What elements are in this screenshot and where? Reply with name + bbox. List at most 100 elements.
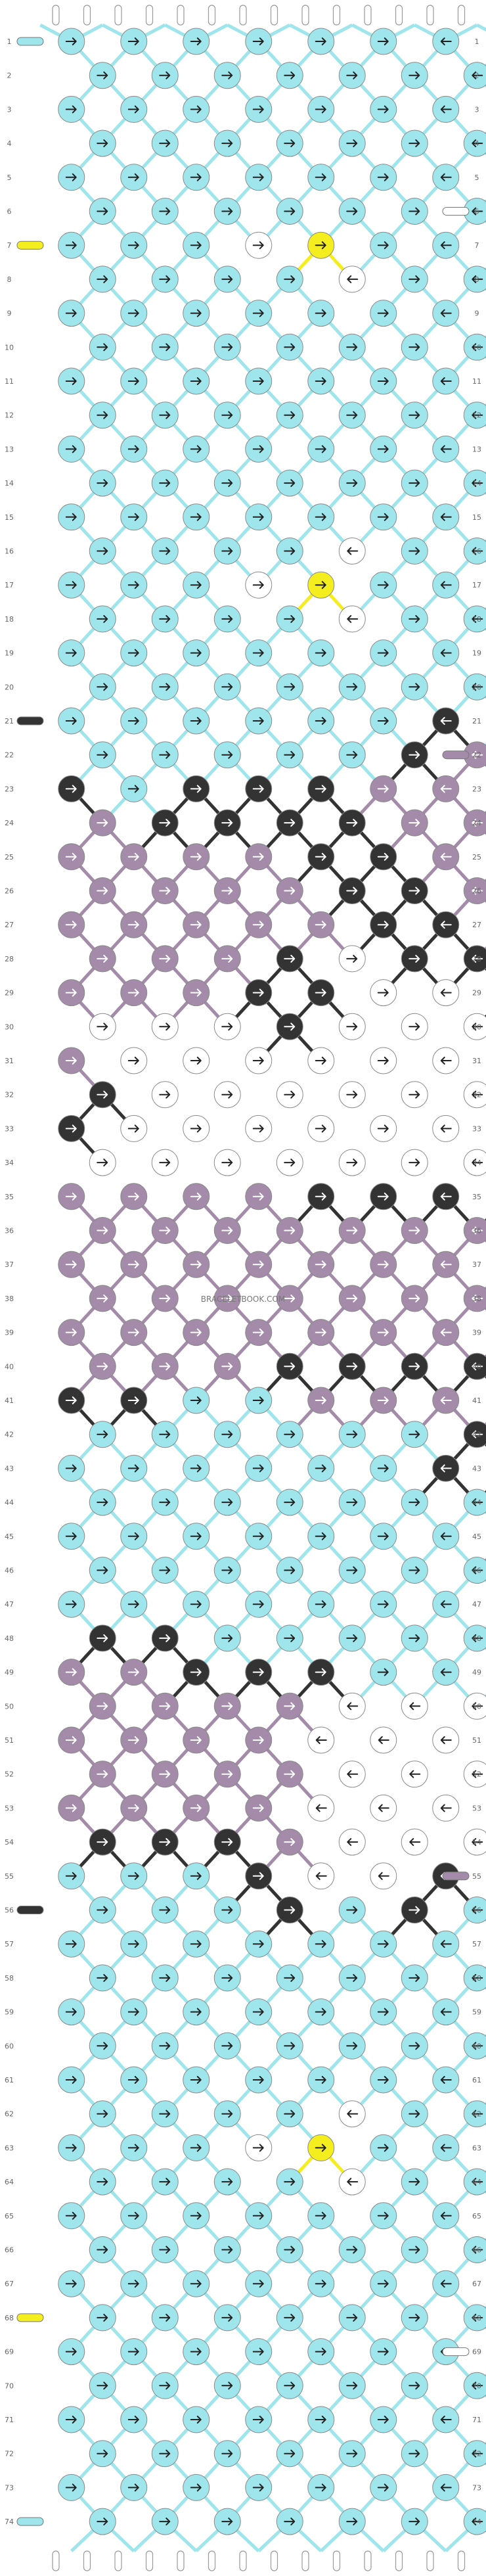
arrow-right-icon (97, 275, 108, 283)
arrow-right-icon (252, 717, 264, 725)
thread-tab-left (16, 716, 44, 725)
row-label-right: 68 (472, 2314, 481, 2322)
row-label-right: 21 (472, 717, 481, 725)
row-label-left: 39 (5, 1329, 14, 1337)
arrow-right-icon (127, 2483, 139, 2492)
arrow-right-icon (65, 1668, 77, 1676)
arrow-right-icon (377, 2483, 389, 2492)
string-peg-top (395, 5, 403, 26)
string-peg-bottom (364, 2550, 372, 2571)
arrow-right-icon (127, 37, 139, 45)
arrow-left-icon (472, 1770, 483, 1778)
row-label-left: 47 (5, 1600, 14, 1609)
arrow-right-icon (377, 37, 389, 45)
arrow-right-icon (315, 2008, 326, 2016)
row-label-left: 27 (5, 921, 14, 929)
row-label-left: 2 (7, 72, 12, 80)
arrow-left-icon (440, 309, 452, 317)
arrow-left-icon (472, 2245, 483, 2254)
arrow-left-icon (472, 1226, 483, 1235)
arrow-right-icon (284, 343, 296, 352)
arrow-right-icon (127, 1804, 139, 1812)
row-label-left: 25 (5, 853, 14, 862)
arrow-left-icon (440, 649, 452, 657)
arrow-right-icon (127, 2144, 139, 2152)
arrow-left-icon (472, 1090, 483, 1099)
arrow-right-icon (159, 1702, 171, 1711)
row-label-right: 55 (472, 1872, 481, 1881)
arrow-right-icon (284, 1498, 296, 1507)
row-label-left: 38 (5, 1295, 14, 1303)
arrow-right-icon (284, 1906, 296, 1914)
arrow-right-icon (190, 717, 202, 725)
arrow-right-icon (221, 2109, 233, 2118)
row-label-left: 66 (5, 2246, 14, 2255)
arrow-right-icon (284, 683, 296, 691)
arrow-right-icon (377, 1464, 389, 1473)
arrow-right-icon (65, 2211, 77, 2220)
arrow-right-icon (190, 785, 202, 793)
arrow-right-icon (127, 1396, 139, 1404)
arrow-right-icon (315, 1328, 326, 1337)
arrow-right-icon (159, 2042, 171, 2050)
arrow-left-icon (472, 1294, 483, 1302)
string-peg-bottom (52, 2550, 60, 2571)
arrow-left-icon (472, 139, 483, 148)
arrow-right-icon (127, 1736, 139, 1744)
arrow-right-icon (377, 377, 389, 385)
arrow-right-icon (127, 377, 139, 385)
row-label-right: 32 (472, 1091, 481, 1099)
row-label-right: 11 (472, 377, 481, 386)
arrow-right-icon (409, 207, 420, 216)
arrow-left-icon (347, 547, 359, 555)
arrow-right-icon (127, 241, 139, 250)
row-label-right: 5 (475, 173, 479, 182)
arrow-right-icon (252, 1600, 264, 1609)
arrow-right-icon (159, 1430, 171, 1438)
arrow-right-icon (97, 2245, 108, 2254)
string-peg-bottom (83, 2550, 91, 2571)
thread-tab-right (442, 2347, 470, 2357)
arrow-right-icon (65, 1940, 77, 1948)
arrow-left-icon (440, 2483, 452, 2492)
arrow-right-icon (284, 1702, 296, 1711)
arrow-right-icon (346, 1566, 358, 1575)
thread-tab-left (16, 2313, 44, 2322)
arrow-left-icon (472, 954, 483, 963)
arrow-right-icon (315, 1600, 326, 1609)
row-label-left: 48 (5, 1634, 14, 1643)
arrow-right-icon (65, 2008, 77, 2016)
arrow-right-icon (409, 343, 420, 352)
row-label-right: 35 (472, 1193, 481, 1201)
row-label-right: 23 (472, 785, 481, 793)
arrow-right-icon (377, 173, 389, 181)
arrow-right-icon (97, 1090, 108, 1099)
arrow-left-icon (440, 1940, 452, 1948)
row-label-right: 63 (472, 2144, 481, 2152)
arrow-right-icon (221, 1973, 233, 1982)
arrow-right-icon (377, 1532, 389, 1540)
arrow-right-icon (65, 241, 77, 250)
arrow-left-icon (472, 886, 483, 895)
arrow-right-icon (65, 377, 77, 385)
arrow-left-icon (472, 2381, 483, 2390)
thread-tab-right (442, 207, 470, 216)
arrow-right-icon (190, 2144, 202, 2152)
arrow-right-icon (315, 2416, 326, 2424)
arrow-right-icon (315, 241, 326, 250)
arrow-right-icon (97, 2109, 108, 2118)
row-label-left: 60 (5, 2042, 14, 2050)
arrow-right-icon (377, 241, 389, 250)
arrow-right-icon (159, 1498, 171, 1507)
arrow-left-icon (472, 1430, 483, 1438)
arrow-right-icon (190, 1940, 202, 1948)
row-label-left: 30 (5, 1023, 14, 1031)
arrow-right-icon (346, 1294, 358, 1302)
arrow-right-icon (409, 2042, 420, 2050)
arrow-left-icon (472, 2178, 483, 2186)
arrow-right-icon (284, 275, 296, 283)
arrow-right-icon (221, 1566, 233, 1575)
arrow-right-icon (346, 343, 358, 352)
arrow-right-icon (252, 1804, 264, 1812)
row-label-left: 72 (5, 2450, 14, 2458)
